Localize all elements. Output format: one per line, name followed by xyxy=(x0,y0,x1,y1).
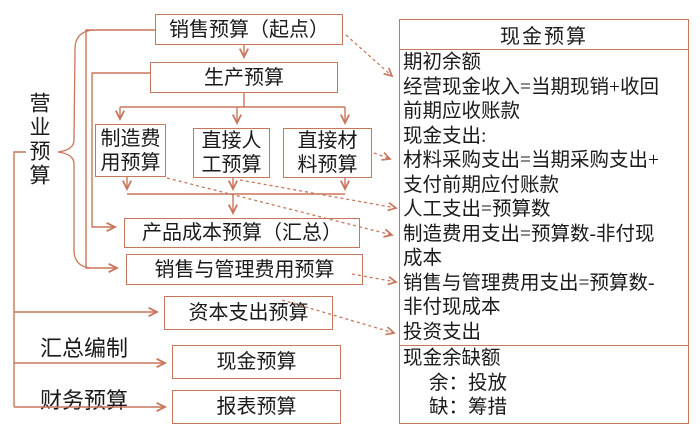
panel-line: 成本 xyxy=(403,248,443,269)
operating-budget-label: 营业预算 xyxy=(27,92,51,188)
panel-line: 材料采购支出=当期采购支出+ xyxy=(403,150,659,171)
operating-budget-brace xyxy=(57,29,95,269)
dashed-labor-to-labor-outlay xyxy=(239,179,396,208)
panel-line: 前期应收账款 xyxy=(403,101,521,122)
cash-budget-panel: 现金预算 期初余额 经营现金收入=当期现销+收回 前期应收账款 现金支出: 材料… xyxy=(399,19,689,424)
panel-line: 期初余额 xyxy=(403,52,482,73)
box-direct-labor-budget: 直接人工预算 xyxy=(193,128,270,178)
panel-line: 投资支出 xyxy=(403,321,482,343)
box-overhead-budget: 制造费用预算 xyxy=(95,124,166,177)
panel-line: 缺：筹措 xyxy=(429,397,508,418)
panel-line: 支付前期应付账款 xyxy=(403,174,560,196)
panel-line: 非付现成本 xyxy=(403,297,501,318)
box-statements-budget: 报表预算 xyxy=(172,390,341,424)
dashed-materials-to-purchase-outlay xyxy=(373,153,390,159)
box-production-budget: 生产预算 xyxy=(150,62,338,93)
line-left-trunk xyxy=(13,151,26,407)
panel-line: 经营现金收入=当期现销+收回 xyxy=(403,76,659,98)
box-selling-admin-budget: 销售与管理费用预算 xyxy=(126,254,363,285)
box-cash-budget: 现金预算 xyxy=(172,345,341,379)
panel-line: 制造费用支出=预算数-非付现 xyxy=(403,223,655,245)
financial-budget-label: 财务预算 xyxy=(40,388,129,413)
summary-compile-label: 汇总编制 xyxy=(40,336,129,361)
cash-panel-footer: 现金余缺额 余：投放 缺：筹措 xyxy=(400,345,688,421)
panel-line: 人工支出=预算数 xyxy=(403,199,551,220)
panel-line: 现金支出: xyxy=(403,125,487,147)
panel-line: 余：投放 xyxy=(429,372,508,394)
box-product-cost-budget: 产品成本预算（汇总） xyxy=(124,218,360,248)
box-direct-materials-budget: 直接材料预算 xyxy=(283,128,372,178)
box-sales-budget: 销售预算（起点） xyxy=(155,14,343,45)
panel-line: 现金余缺额 xyxy=(403,348,501,369)
cash-panel-title: 现金预算 xyxy=(400,20,688,50)
dashed-sales-to-cash-inflow xyxy=(345,34,392,76)
panel-line: 销售与管理费用支出=预算数- xyxy=(403,272,655,294)
box-capital-expenditure-budget: 资本支出预算 xyxy=(164,296,333,330)
cash-panel-body: 期初余额 经营现金收入=当期现销+收回 前期应收账款 现金支出: 材料采购支出=… xyxy=(400,50,688,345)
